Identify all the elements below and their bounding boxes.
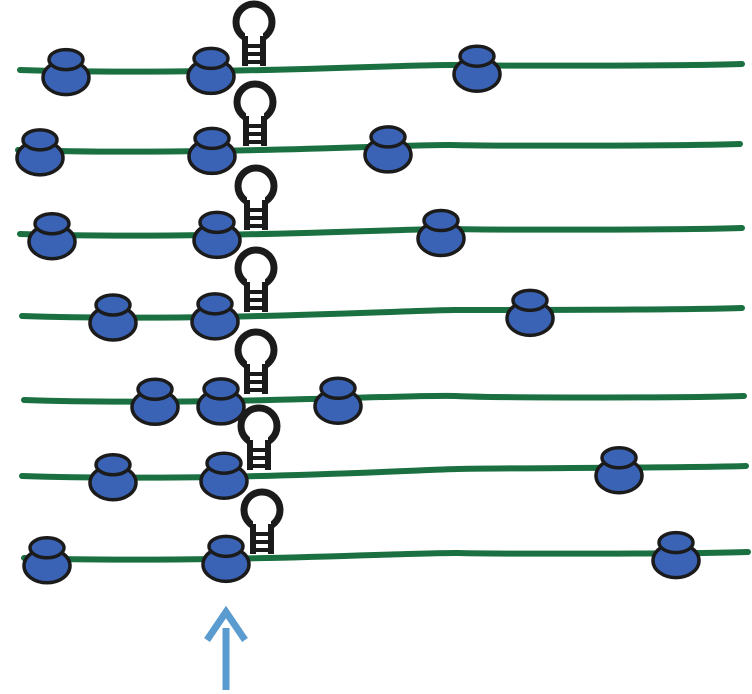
ribosome-small-subunit bbox=[369, 125, 407, 149]
ribosome-icon bbox=[88, 452, 138, 502]
ribosome-icon bbox=[505, 288, 555, 338]
ribosome-icon bbox=[196, 377, 246, 426]
mrna-strand bbox=[19, 463, 749, 481]
ribosome-small-subunit bbox=[207, 534, 245, 559]
ribosome-small-subunit bbox=[28, 536, 66, 560]
hairpin-opening bbox=[245, 32, 263, 46]
hairpin-icon bbox=[237, 404, 281, 470]
ribosome-small-subunit bbox=[458, 44, 496, 68]
ribosome-small-subunit bbox=[94, 452, 132, 477]
hairpin-opening bbox=[247, 360, 265, 374]
hairpin-opening bbox=[247, 196, 265, 210]
ribosome-icon bbox=[187, 126, 237, 176]
ribosome-icon bbox=[130, 377, 180, 427]
hairpin-icon bbox=[234, 246, 278, 312]
ribosome-small-subunit bbox=[511, 288, 549, 313]
ribosome-small-subunit bbox=[33, 211, 71, 236]
ribosome-small-subunit bbox=[198, 210, 236, 235]
ribosome-icon bbox=[190, 292, 240, 341]
ribosome-icon bbox=[41, 47, 91, 97]
ribosome-small-subunit bbox=[196, 292, 234, 316]
hairpin-icon bbox=[240, 488, 284, 554]
hairpin-icon bbox=[233, 80, 277, 146]
ribosome-small-subunit bbox=[21, 128, 59, 152]
mrna-strand bbox=[15, 141, 743, 155]
hairpin-opening bbox=[247, 278, 265, 292]
ribosome-small-subunit bbox=[319, 376, 357, 401]
arrow-up-icon bbox=[204, 605, 248, 690]
ribosome-small-subunit bbox=[192, 46, 230, 71]
hairpin-icon bbox=[232, 0, 276, 66]
ribosome-icon bbox=[201, 534, 251, 584]
ribosome-small-subunit bbox=[136, 377, 174, 402]
hairpin-icon bbox=[234, 164, 278, 230]
ribosome-small-subunit bbox=[422, 208, 460, 233]
ribosome-small-subunit bbox=[47, 47, 85, 72]
hairpin-icon bbox=[234, 328, 278, 394]
ribosome-icon bbox=[452, 44, 502, 93]
mrna-strand bbox=[21, 392, 747, 405]
hairpin-opening bbox=[250, 436, 268, 450]
ribosome-small-subunit bbox=[94, 293, 132, 317]
mrna-strand bbox=[17, 225, 745, 239]
ribosome-icon bbox=[27, 211, 77, 261]
ribosome-icon bbox=[22, 536, 72, 585]
hairpin-opening bbox=[253, 520, 271, 534]
arrow-head bbox=[204, 605, 248, 642]
ribosome-icon bbox=[199, 451, 249, 500]
ribosome-icon bbox=[594, 446, 644, 495]
mrna-strand bbox=[19, 305, 745, 321]
ribosome-icon bbox=[416, 208, 466, 258]
ribosome-icon bbox=[186, 46, 236, 96]
ribosome-icon bbox=[15, 128, 65, 177]
ribosome-small-subunit bbox=[193, 126, 231, 151]
ribosome-icon bbox=[651, 530, 701, 580]
ribosome-small-subunit bbox=[205, 451, 243, 475]
ribosome-small-subunit bbox=[600, 446, 638, 470]
ribosome-icon bbox=[192, 210, 242, 260]
ribosome-icon bbox=[88, 293, 138, 342]
ribosome-icon bbox=[313, 376, 363, 426]
mrna-strand bbox=[17, 61, 745, 75]
mrna-strand bbox=[21, 549, 751, 563]
ribosome-small-subunit bbox=[657, 530, 695, 555]
hairpin-opening bbox=[246, 112, 264, 126]
ribosome-icon bbox=[363, 125, 413, 174]
ribosome-small-subunit bbox=[202, 377, 240, 401]
